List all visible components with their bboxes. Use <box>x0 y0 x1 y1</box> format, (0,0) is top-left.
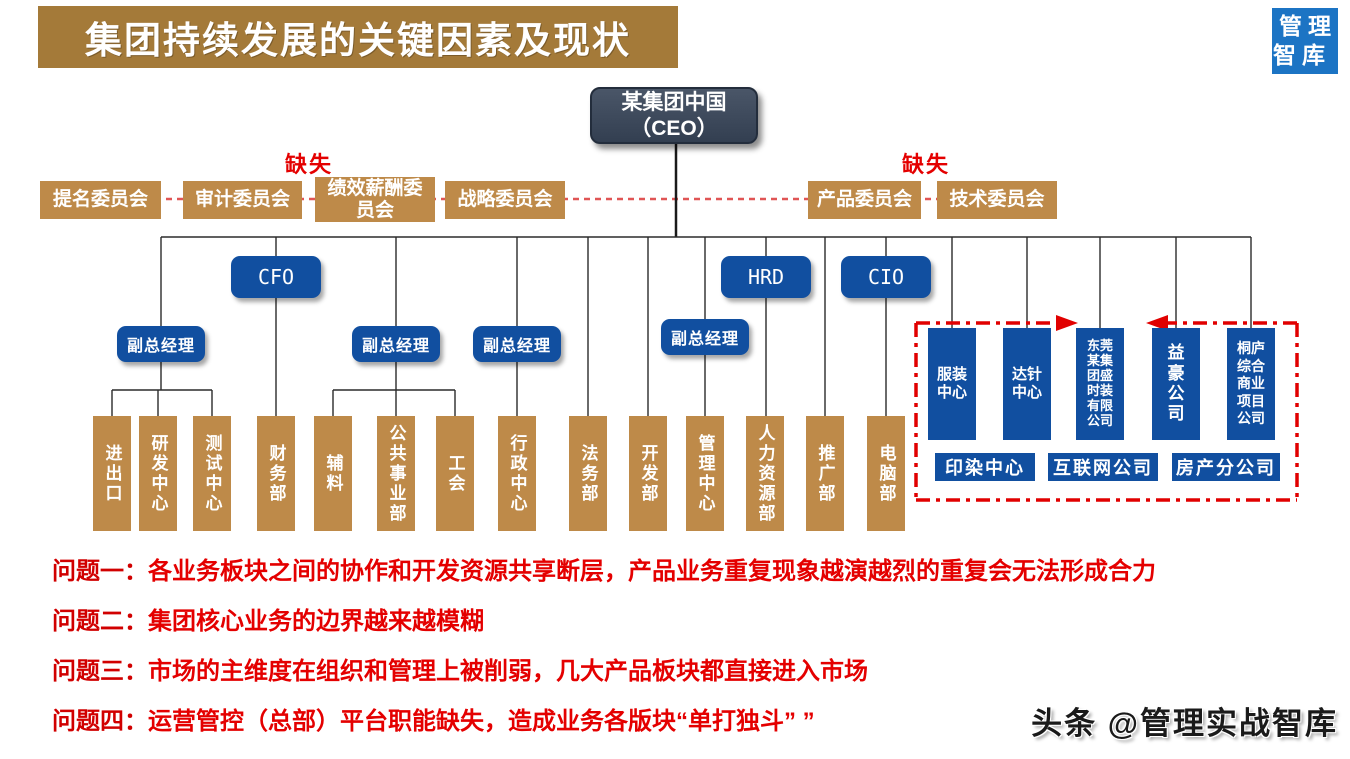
ceo-node: 某集团中国 （CEO） <box>590 87 758 144</box>
dept-rnd-center: 研发中心 <box>139 416 177 531</box>
subsidiary-dashed-region <box>914 321 1299 502</box>
committee-audit: 审计委员会 <box>183 181 302 219</box>
page-title: 集团持续发展的关键因素及现状 <box>38 6 678 68</box>
sub-internet-company: 互联网公司 <box>1048 453 1158 481</box>
vp-node-3: 副总经理 <box>473 326 561 362</box>
problem-line-2: 问题二：集团核心业务的边界越来越模糊 <box>52 601 484 636</box>
problem-text-4: 运营管控（总部）平台职能缺失，造成业务各版块“单打独斗” ” <box>148 708 815 735</box>
problem-line-3: 问题三：市场的主维度在组织和管理上被削弱，几大产品板块都直接进入市场 <box>52 651 868 686</box>
arrow-right-icon <box>1056 315 1078 331</box>
problem-line-1: 问题一：各业务板块之间的协作和开发资源共享断层，产品业务重复现象越演越烈的重复会… <box>52 551 1156 586</box>
dept-import-export: 进出口 <box>93 416 131 531</box>
problem-label-1: 问题一： <box>52 558 148 585</box>
ceo-role: （CEO） <box>630 116 718 140</box>
vp-node-1: 副总经理 <box>117 326 205 362</box>
arrow-left-icon <box>1146 315 1168 331</box>
problem-text-2: 集团核心业务的边界越来越模糊 <box>148 608 484 635</box>
problem-line-4: 问题四：运营管控（总部）平台职能缺失，造成业务各版块“单打独斗” ” <box>52 701 815 736</box>
watermark: 头条 @管理实战智库 <box>1031 706 1338 741</box>
vp-node-4: 副总经理 <box>661 319 749 355</box>
dept-test-center: 测试中心 <box>193 416 231 531</box>
dept-labor-union: 工会 <box>436 416 474 531</box>
problem-text-3: 市场的主维度在组织和管理上被削弱，几大产品板块都直接进入市场 <box>148 658 868 685</box>
sub-yihao-company: 益 豪 公 司 <box>1152 328 1200 440</box>
problem-label-2: 问题二： <box>52 608 148 635</box>
committee-product: 产品委员会 <box>808 181 921 219</box>
ceo-name: 某集团中国 <box>621 91 727 115</box>
dept-human-resources: 人力资源部 <box>746 416 784 531</box>
dept-management-center: 管理中心 <box>686 416 724 531</box>
dept-computer: 电脑部 <box>867 416 905 531</box>
dept-development: 开发部 <box>629 416 667 531</box>
committee-performance-pay: 绩效薪酬委 员会 <box>315 177 435 222</box>
dept-promotion: 推广部 <box>806 416 844 531</box>
problem-label-3: 问题三： <box>52 658 148 685</box>
brand-logo: 管理 智库 <box>1272 8 1338 74</box>
exec-node-cio: CIO <box>841 256 931 298</box>
missing-label-left: 缺失 <box>285 152 334 177</box>
committee-strategy: 战略委员会 <box>445 181 565 219</box>
committee-nomination: 提名委员会 <box>40 181 161 219</box>
sub-knitting-center: 达针 中心 <box>1003 328 1051 440</box>
dept-accessories: 辅料 <box>314 416 352 531</box>
exec-node-hrd: HRD <box>721 256 811 298</box>
sub-garment-center: 服装 中心 <box>928 328 976 440</box>
missing-label-right: 缺失 <box>902 152 951 177</box>
dept-public-utilities: 公共事业部 <box>377 416 415 531</box>
sub-dongguan-fashion-co: 东莞 某集 团盛 时装 有限 公司 <box>1076 328 1124 440</box>
problem-text-1: 各业务板块之间的协作和开发资源共享断层，产品业务重复现象越演越烈的重复会无法形成… <box>148 558 1156 585</box>
dept-finance: 财务部 <box>257 416 295 531</box>
problem-label-4: 问题四： <box>52 708 148 735</box>
sub-tonglu-commercial-project: 桐庐 综合 商业 项目 公司 <box>1227 328 1275 440</box>
sub-realestate-branch: 房产分公司 <box>1172 453 1280 481</box>
vp-node-2: 副总经理 <box>352 326 440 362</box>
sub-dyeing-center: 印染中心 <box>935 453 1035 481</box>
dept-admin-center: 行政中心 <box>498 416 536 531</box>
dept-legal: 法务部 <box>569 416 607 531</box>
exec-node-cfo: CFO <box>231 256 321 298</box>
committee-technology: 技术委员会 <box>937 181 1057 219</box>
